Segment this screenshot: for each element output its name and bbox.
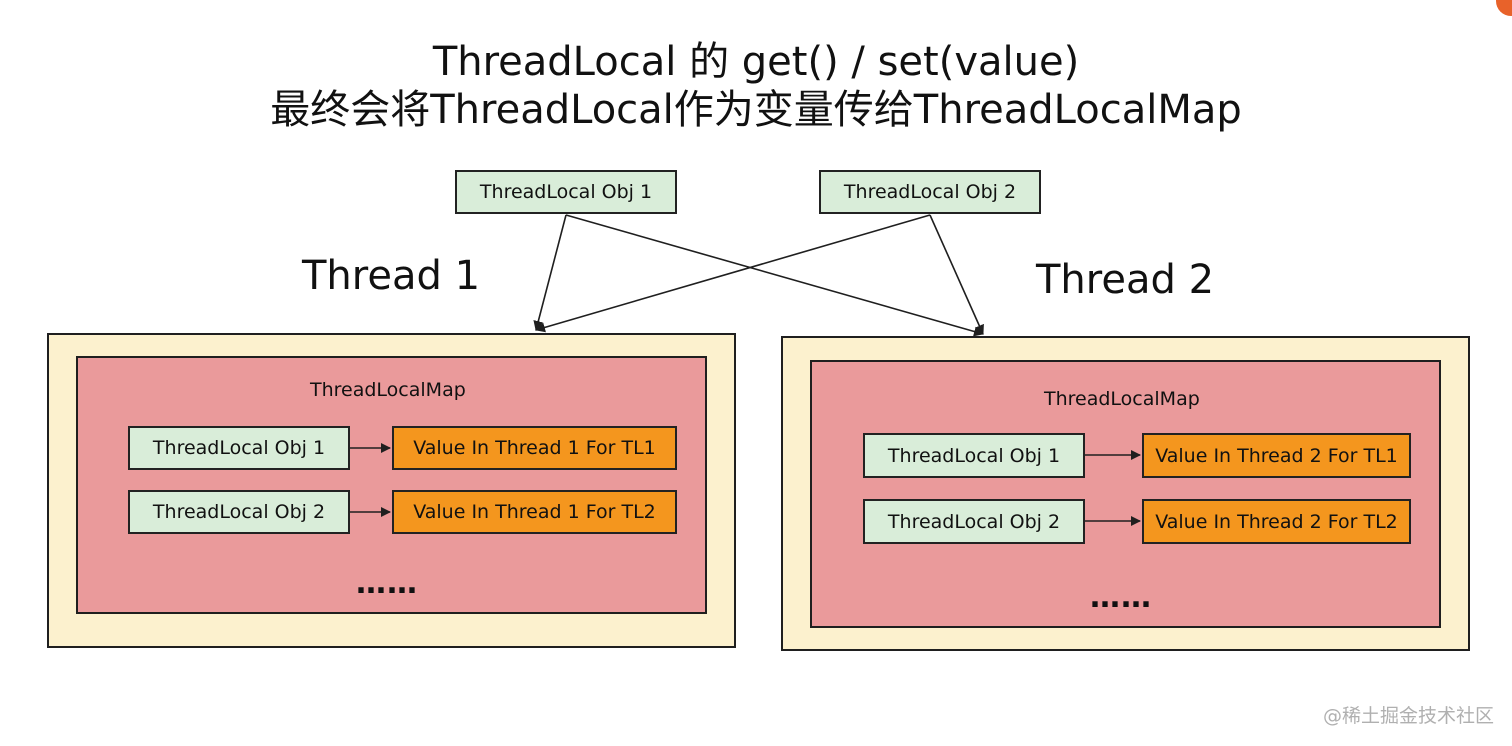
corner-badge-icon xyxy=(1496,0,1512,16)
thread-2-map-label: ThreadLocalMap xyxy=(1044,388,1200,410)
thread-1-ellipsis: …… xyxy=(356,566,418,601)
thread-1-map-label: ThreadLocalMap xyxy=(310,379,466,401)
thread-1-entry-1-value: Value In Thread 1 For TL1 xyxy=(392,426,677,470)
watermark: @稀土掘金技术社区 xyxy=(1322,705,1494,727)
thread-2-entry-1-key: ThreadLocal Obj 1 xyxy=(863,433,1085,478)
thread-2-entry-1-value: Value In Thread 2 For TL1 xyxy=(1142,433,1411,478)
thread-1-threadlocalmap xyxy=(76,356,707,614)
arrow-obj1-to-thread1 xyxy=(533,214,567,331)
title-line-2: 最终会将ThreadLocal作为变量传给ThreadLocalMap xyxy=(270,87,1242,133)
thread-1-label: Thread 1 xyxy=(302,253,481,299)
thread-1-entry-1-key: ThreadLocal Obj 1 xyxy=(128,426,350,470)
arrow-obj2-to-thread2 xyxy=(929,214,984,335)
thread-2-threadlocalmap xyxy=(810,360,1441,628)
thread-2-entry-2-key: ThreadLocal Obj 2 xyxy=(863,499,1085,544)
top-threadlocal-obj-2: ThreadLocal Obj 2 xyxy=(819,170,1041,214)
thread-1-entry-2-key: ThreadLocal Obj 2 xyxy=(128,490,350,534)
thread-1-entry-2-value: Value In Thread 1 For TL2 xyxy=(392,490,677,534)
thread-2-entry-2-value: Value In Thread 2 For TL2 xyxy=(1142,499,1411,544)
top-threadlocal-obj-1: ThreadLocal Obj 1 xyxy=(455,170,677,214)
title-line-1: ThreadLocal 的 get() / set(value) xyxy=(432,39,1080,85)
arrow-obj2-to-thread1 xyxy=(535,214,931,333)
arrow-obj1-to-thread2 xyxy=(565,214,984,337)
thread-2-ellipsis: …… xyxy=(1090,580,1152,615)
thread-2-label: Thread 2 xyxy=(1036,257,1215,303)
